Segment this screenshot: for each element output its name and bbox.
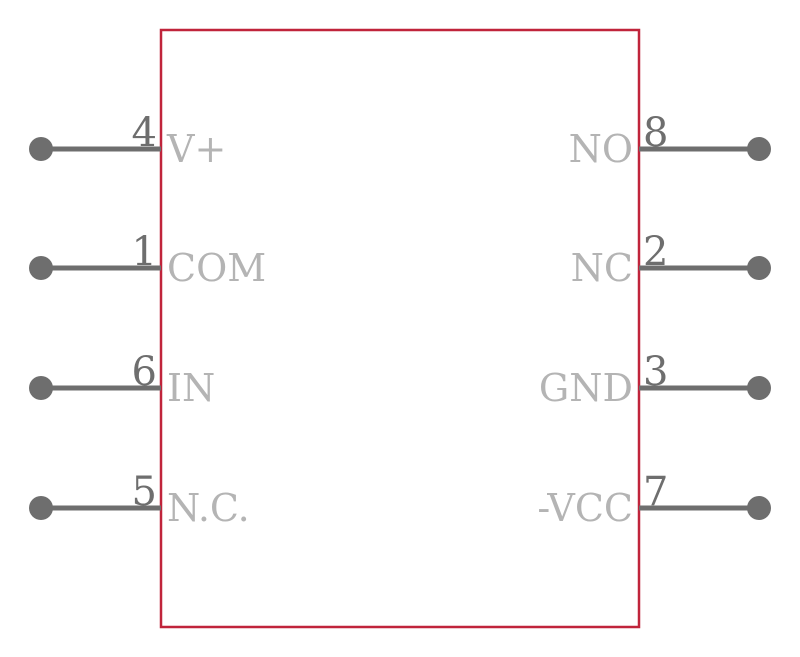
pin-endpoint[interactable] bbox=[747, 376, 771, 400]
pin-endpoint[interactable] bbox=[747, 137, 771, 161]
left-pin-4[interactable]: 5 N.C. bbox=[29, 469, 250, 530]
pin-number: 5 bbox=[132, 469, 157, 515]
pin-name-label: -VCC bbox=[537, 486, 633, 530]
pin-endpoint[interactable] bbox=[29, 137, 53, 161]
pin-name-label: NO bbox=[569, 127, 633, 171]
left-pin-3[interactable]: 6 IN bbox=[29, 349, 215, 410]
pin-number: 3 bbox=[643, 349, 668, 395]
pin-number: 2 bbox=[643, 229, 668, 275]
component-body-outline bbox=[159, 28, 641, 629]
pin-name-label: COM bbox=[167, 246, 266, 290]
left-pin-1[interactable]: 4 V+ bbox=[29, 110, 226, 171]
pin-name-label: V+ bbox=[166, 127, 226, 171]
right-pin-4[interactable]: 7 -VCC bbox=[537, 469, 771, 530]
pin-endpoint[interactable] bbox=[29, 256, 53, 280]
right-pin-2[interactable]: 2 NC bbox=[571, 229, 771, 290]
right-pin-1[interactable]: 8 NO bbox=[569, 110, 771, 171]
pin-name-label: GND bbox=[539, 366, 633, 410]
pin-name-label: NC bbox=[571, 246, 633, 290]
pin-endpoint[interactable] bbox=[29, 496, 53, 520]
pin-number: 7 bbox=[643, 469, 668, 515]
pin-number: 8 bbox=[643, 110, 668, 156]
pin-endpoint[interactable] bbox=[29, 376, 53, 400]
pin-name-label: N.C. bbox=[167, 486, 250, 530]
pin-number: 6 bbox=[132, 349, 157, 395]
left-pin-2[interactable]: 1 COM bbox=[29, 229, 266, 290]
pin-number: 1 bbox=[132, 229, 157, 275]
right-pin-3[interactable]: 3 GND bbox=[539, 349, 771, 410]
pin-number: 4 bbox=[132, 110, 157, 156]
pin-name-label: IN bbox=[167, 366, 215, 410]
pin-endpoint[interactable] bbox=[747, 256, 771, 280]
pin-endpoint[interactable] bbox=[747, 496, 771, 520]
